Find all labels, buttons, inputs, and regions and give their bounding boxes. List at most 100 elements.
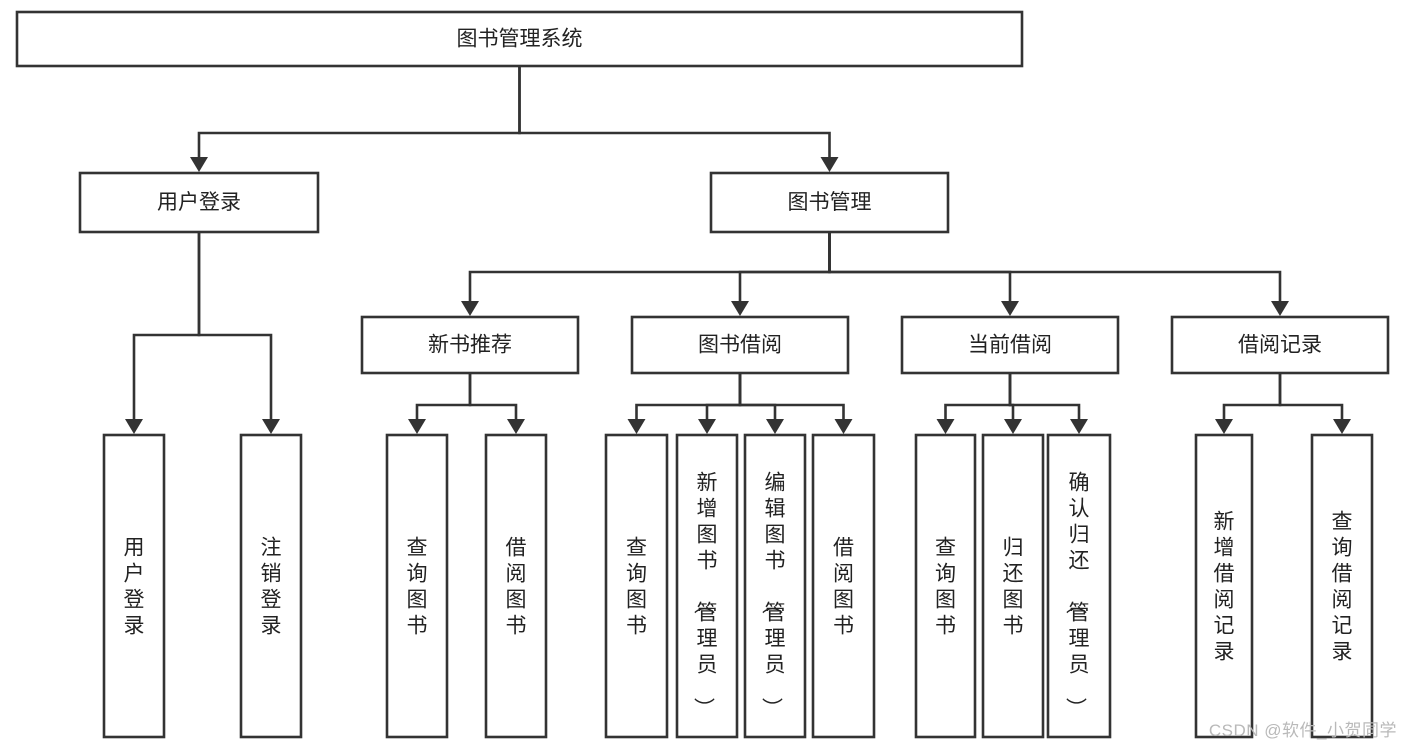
arrow-head-icon [627,419,646,434]
arrow-head-icon [262,419,280,434]
arrow-head-icon [1001,301,1019,316]
node-box-leaf-current-query[interactable] [914,433,977,739]
node-box-leaf-user-logout[interactable] [239,433,303,739]
arrow-head-icon [731,301,749,316]
connector-current-borrow-to-leaf-current-return [1004,373,1022,434]
connector-root-to-user-login [190,66,521,172]
connector-book-manage-to-new-book-recommend [461,232,831,316]
arrow-head-icon [1333,419,1351,434]
arrow-head-icon [190,157,208,172]
node-box-root[interactable] [15,10,1024,68]
node-label-current-borrow: 当前借阅 [968,334,1052,357]
node-label-leaf-current-query: 查询图书 [935,536,956,637]
node-leaf-borrow-query[interactable]: 查询图书 [604,433,669,739]
node-box-book-borrow[interactable] [630,315,850,375]
node-label-leaf-current-return: 归还图书 [1003,536,1024,637]
node-box-leaf-borrow-lend[interactable] [811,433,876,739]
node-box-leaf-current-return[interactable] [981,433,1045,739]
node-leaf-borrow-add[interactable]: 新增图书（管理员） [675,433,739,739]
arrow-head-icon [820,157,839,172]
node-label-leaf-borrow-query: 查询图书 [626,536,647,637]
node-box-leaf-recommend-query[interactable] [385,433,449,739]
node-leaf-recommend-query[interactable]: 查询图书 [385,433,449,739]
arrow-head-icon [125,419,143,434]
connector-user-login-to-leaf-user-logout [197,232,280,434]
node-new-book-recommend[interactable]: 新书推荐 [360,315,580,375]
node-box-leaf-record-query[interactable] [1310,433,1374,739]
node-leaf-borrow-lend[interactable]: 借阅图书 [811,433,876,739]
arrow-head-icon [698,419,716,434]
node-box-leaf-user-login[interactable] [102,433,166,739]
node-leaf-current-query[interactable]: 查询图书 [914,433,977,739]
arrow-head-icon [1004,419,1022,434]
node-label-root: 图书管理系统 [457,28,583,51]
node-user-login[interactable]: 用户登录 [78,171,320,234]
node-box-new-book-recommend[interactable] [360,315,580,375]
node-label-borrow-record: 借阅记录 [1238,334,1322,357]
node-label-leaf-user-logout: 注销登录 [261,536,282,637]
node-layer: 图书管理系统用户登录图书管理新书推荐图书借阅当前借阅借阅记录用户登录注销登录查询… [15,10,1390,739]
connector-new-book-recommend-to-leaf-recommend-borrow [468,373,525,434]
node-book-manage[interactable]: 图书管理 [709,171,950,234]
node-box-leaf-borrow-add[interactable] [675,433,739,739]
connector-user-login-to-leaf-user-login [125,232,201,434]
connector-new-book-recommend-to-leaf-recommend-query [408,373,472,434]
arrow-head-icon [507,419,525,434]
connector-current-borrow-to-leaf-current-confirm [1008,373,1088,434]
node-label-leaf-borrow-edit: 编辑图书（管理员） [760,471,786,718]
connector-borrow-record-to-leaf-record-add [1215,373,1282,434]
node-box-current-borrow[interactable] [900,315,1120,375]
connector-book-manage-to-borrow-record [828,232,1289,316]
node-label-leaf-borrow-add: 新增图书（管理员） [692,471,718,718]
node-leaf-user-logout[interactable]: 注销登录 [239,433,303,739]
node-box-leaf-current-confirm[interactable] [1046,433,1112,739]
connector-borrow-record-to-leaf-record-query [1278,373,1351,434]
node-box-borrow-record[interactable] [1170,315,1390,375]
node-box-leaf-recommend-borrow[interactable] [484,433,548,739]
arrow-head-icon [766,419,784,434]
node-leaf-record-query[interactable]: 查询借阅记录 [1310,433,1374,739]
node-label-leaf-record-query: 查询借阅记录 [1332,510,1353,663]
connector-book-borrow-to-leaf-borrow-lend [738,373,853,434]
node-box-leaf-borrow-query[interactable] [604,433,669,739]
node-box-leaf-borrow-edit[interactable] [743,433,807,739]
node-box-book-manage[interactable] [709,171,950,234]
connector-layer [125,66,1351,434]
watermark-text: CSDN @软件_小贺同学 [1208,721,1397,740]
arrow-head-icon [834,419,853,434]
arrow-head-icon [1070,419,1088,434]
node-label-book-manage: 图书管理 [788,191,872,214]
connector-book-manage-to-book-borrow [731,232,831,316]
node-book-borrow[interactable]: 图书借阅 [630,315,850,375]
connector-root-to-book-manage [518,66,839,172]
arrow-head-icon [408,419,426,434]
node-root[interactable]: 图书管理系统 [15,10,1024,68]
node-leaf-record-add[interactable]: 新增借阅记录 [1194,433,1254,739]
node-label-leaf-borrow-lend: 借阅图书 [833,536,854,637]
arrow-head-icon [461,301,479,316]
node-label-leaf-current-confirm: 确认归还（管理员） [1064,471,1090,718]
node-leaf-recommend-borrow[interactable]: 借阅图书 [484,433,548,739]
node-current-borrow[interactable]: 当前借阅 [900,315,1120,375]
node-box-user-login[interactable] [78,171,320,234]
node-label-leaf-user-login: 用户登录 [124,536,145,637]
node-leaf-current-confirm[interactable]: 确认归还（管理员） [1046,433,1112,739]
connector-book-manage-to-current-borrow [828,232,1019,316]
node-label-leaf-recommend-borrow: 借阅图书 [506,536,527,637]
node-borrow-record[interactable]: 借阅记录 [1170,315,1390,375]
connector-book-borrow-to-leaf-borrow-edit [738,373,784,434]
node-leaf-borrow-edit[interactable]: 编辑图书（管理员） [743,433,807,739]
arrow-head-icon [1271,301,1289,316]
node-leaf-user-login[interactable]: 用户登录 [102,433,166,739]
arrow-head-icon [1215,419,1233,434]
node-label-new-book-recommend: 新书推荐 [428,334,512,357]
node-label-leaf-record-add: 新增借阅记录 [1214,510,1235,663]
node-box-leaf-record-add[interactable] [1194,433,1254,739]
connector-book-borrow-to-leaf-borrow-add [698,373,742,434]
node-label-leaf-recommend-query: 查询图书 [407,536,428,637]
arrow-head-icon [936,419,955,434]
node-leaf-current-return[interactable]: 归还图书 [981,433,1045,739]
connector-current-borrow-to-leaf-current-query [936,373,1012,434]
